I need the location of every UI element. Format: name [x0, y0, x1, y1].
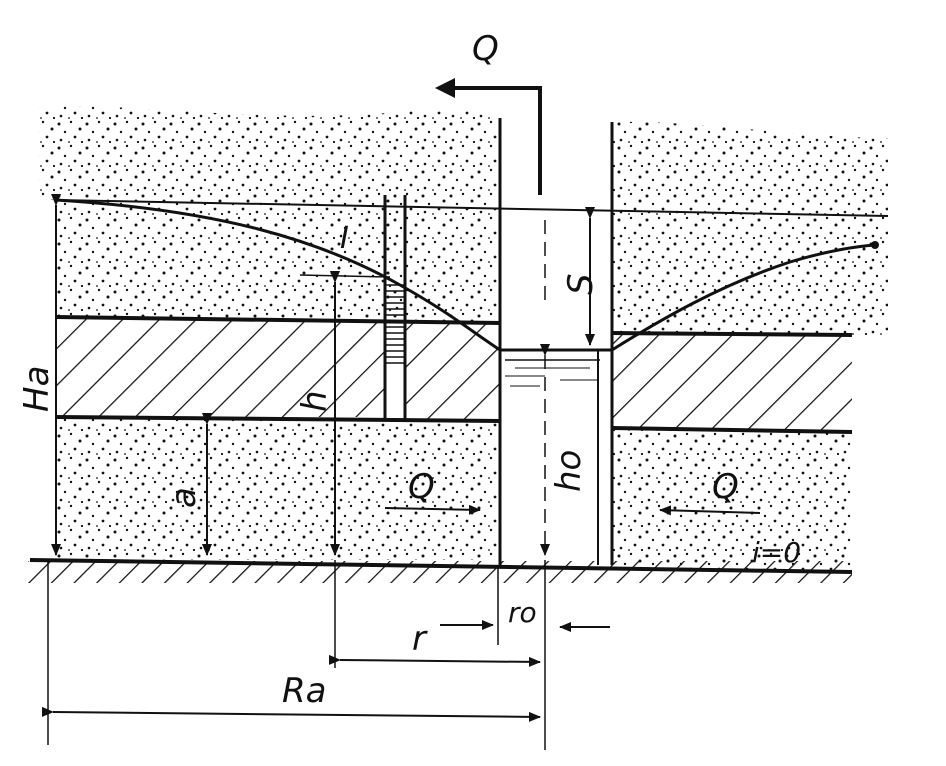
dimension-ra	[41, 706, 541, 722]
dimension-ha	[47, 194, 61, 745]
impermeable-base-hatch	[28, 561, 852, 583]
label-ha: Ha	[17, 366, 57, 412]
label-h: h	[295, 390, 335, 412]
label-ro: ro	[508, 596, 537, 629]
depression-curve-right	[611, 241, 879, 352]
label-slope: i=0	[752, 536, 801, 569]
static-water-level	[55, 199, 889, 217]
upper-sand-layer-right	[612, 121, 888, 335]
label-curve-mark: I	[340, 221, 349, 256]
well-casing	[498, 118, 614, 565]
label-q-right: Q	[712, 467, 739, 507]
h-level-tick	[299, 274, 391, 278]
layer-boundaries	[29, 315, 853, 574]
aquitard-hatched-layer	[56, 317, 852, 432]
dimension-ro	[440, 565, 610, 645]
label-a: a	[164, 487, 204, 508]
lower-sand-layer-left	[56, 417, 500, 560]
label-ho: ho	[549, 450, 589, 492]
lower-sand-layer-right	[612, 428, 852, 570]
depression-curve-left	[55, 198, 501, 352]
label-r: r	[412, 619, 428, 659]
upper-sand-layer-left	[38, 106, 500, 323]
label-q-left: Q	[408, 467, 435, 507]
label-drawdown: S	[561, 273, 601, 295]
flow-arrow-right	[659, 505, 761, 516]
piezometer-tube	[383, 195, 407, 420]
label-q-top: Q	[472, 29, 499, 69]
pump-pipe	[435, 78, 542, 195]
dimension-r	[328, 654, 541, 667]
flow-arrow-left	[384, 504, 481, 515]
label-ra: Ra	[282, 671, 326, 711]
